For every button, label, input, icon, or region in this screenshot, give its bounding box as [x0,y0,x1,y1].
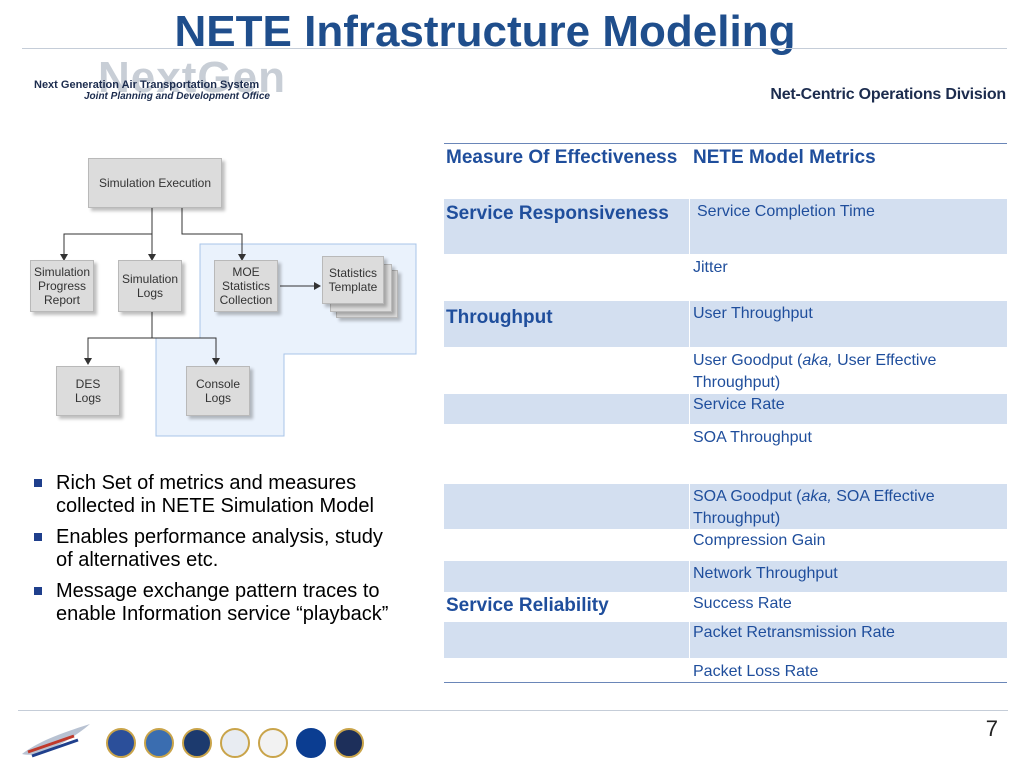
table-row: Service Reliability Success Rate [444,593,1007,622]
page-number: 7 [985,716,998,741]
footer-divider [18,710,1008,711]
bullet-square-icon [34,533,42,541]
dod-seal-icon [182,728,212,758]
connector-des [84,312,153,365]
box-des-logs: DES Logs [56,366,120,416]
table-row: Compression Gain [444,530,1007,561]
box-statistics-template: Statistics Template [322,256,384,304]
header-metrics: NETE Model Metrics [693,147,876,168]
header-divider [22,48,1007,49]
metric-cell: Success Rate [693,595,792,612]
dot-seal-icon [106,728,136,758]
box-simulation-execution: Simulation Execution [88,158,222,208]
connector-console [151,324,220,365]
metric-cell: Packet Loss Rate [693,663,819,680]
ostp-seal-icon [334,728,364,758]
metric-cell: SOA Goodput (aka, SOA Effective Throughp… [693,488,935,527]
connector-moe [181,208,246,261]
table-row: User Goodput (aka, User Effective Throug… [444,348,1007,394]
bullet-item: Message exchange pattern traces to enabl… [34,580,404,626]
metric-cell: Packet Retransmission Rate [693,624,895,641]
bullet-list: Rich Set of metrics and measures collect… [34,472,404,634]
box-moe-statistics-collection: MOE Statistics Collection [214,260,278,312]
metric-cell: Compression Gain [693,532,826,549]
metric-cell: Service Completion Time [697,203,875,220]
division-name: Net-Centric Operations Division [770,86,1006,103]
header-moe: Measure Of Effectiveness [446,147,678,168]
table-row: SOA Throughput [444,425,1007,484]
metric-cell: Jitter [693,259,728,276]
metric-cell: Service Rate [693,396,785,413]
faa-seal-icon [258,728,288,758]
agency-seals [18,714,398,764]
moe-cell: Service Responsiveness [446,203,669,224]
doc-seal-icon [144,728,174,758]
nasa-logo-icon [296,728,326,758]
metric-cell: SOA Throughput [693,429,812,446]
bullet-item: Enables performance analysis, study of a… [34,526,404,572]
simulation-flow-diagram: Simulation Execution Simulation Progress… [24,152,424,442]
bullet-square-icon [34,587,42,595]
box-simulation-progress-report: Simulation Progress Report [30,260,94,312]
logo-line-1: Next Generation Air Transportation Syste… [34,79,260,91]
table-top-border [444,143,1007,144]
table-row: Packet Retransmission Rate [444,622,1007,659]
box-console-logs: Console Logs [186,366,250,416]
slide-title: NETE Infrastructure Modeling [174,7,796,56]
logo-line-2: Joint Planning and Development Office [84,91,270,102]
table-row: Packet Loss Rate [444,659,1007,692]
moe-cell: Throughput [446,307,553,328]
bullet-item: Rich Set of metrics and measures collect… [34,472,404,518]
table-row: Service Rate [444,394,1007,425]
jpdo-eagle-logo-icon [22,724,90,758]
metrics-table: Measure Of Effectiveness NETE Model Metr… [444,143,1007,692]
table-row: Throughput User Throughput [444,301,1007,348]
table-bottom-border [444,682,1007,683]
table-row: Jitter [444,255,1007,301]
bullet-square-icon [34,479,42,487]
moe-cell: Service Reliability [446,595,609,616]
table-row: Service Responsiveness Service Completio… [444,199,1007,255]
dhs-seal-icon [220,728,250,758]
nextgen-logo: Next Generation Air Transportation Syste… [30,66,290,114]
nextgen-logo-watermark: NextGen [98,53,286,102]
metric-cell: Network Throughput [693,565,838,582]
table-row: Network Throughput [444,561,1007,593]
table-row: SOA Goodput (aka, SOA Effective Throughp… [444,484,1007,530]
metric-cell: User Throughput [693,305,813,322]
metric-cell: User Goodput (aka, User Effective Throug… [693,352,937,391]
table-header-row: Measure Of Effectiveness NETE Model Metr… [444,143,1007,199]
box-simulation-logs: Simulation Logs [118,260,182,312]
